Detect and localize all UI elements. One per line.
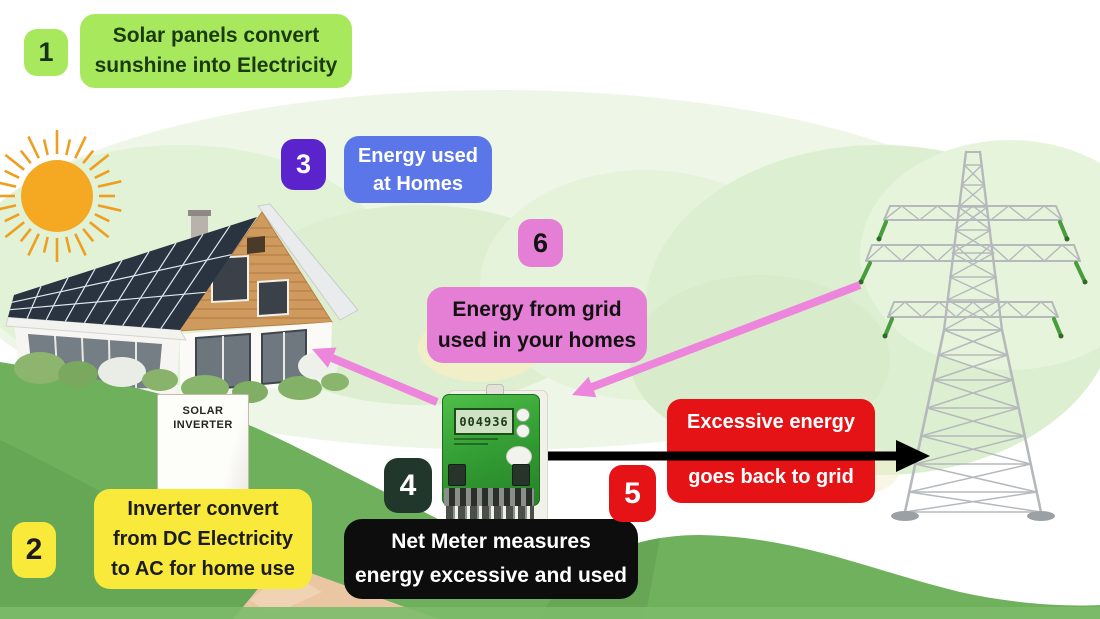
meter-button-bottom bbox=[516, 424, 530, 438]
step-4-line-1: Net Meter measures bbox=[391, 530, 591, 553]
chimney bbox=[191, 213, 208, 239]
step-2-badge: 2 bbox=[12, 522, 56, 578]
meter-terminal-cover-left bbox=[448, 464, 466, 486]
step-1-line-1: Solar panels convert bbox=[112, 24, 320, 47]
step-4-line-2: energy excessive and used bbox=[355, 564, 627, 587]
step-1-line-2: sunshine into Electricity bbox=[94, 54, 338, 77]
step-4-label: Net Meter measures energy excessive and … bbox=[344, 519, 638, 599]
step-5-line-2: goes back to grid bbox=[688, 466, 854, 488]
step-6-label: Energy from grid used in your homes bbox=[427, 287, 647, 363]
meter-button-top bbox=[516, 408, 530, 422]
solar-panels bbox=[8, 217, 257, 330]
step-6-badge: 6 bbox=[518, 219, 563, 267]
step-2-line-2: from DC Electricity bbox=[112, 528, 294, 550]
step-2-line-1: Inverter convert bbox=[127, 498, 279, 520]
step-3-line-2: at Homes bbox=[372, 172, 464, 195]
meter-terminal-cover-right bbox=[512, 464, 530, 486]
step-2-label: Inverter convert from DC Electricity to … bbox=[94, 489, 312, 589]
step-6-line-2: used in your homes bbox=[437, 329, 637, 352]
step-5-label: Excessive energy goes back to grid bbox=[667, 399, 875, 503]
step-5-line-1: Excessive energy bbox=[687, 411, 855, 433]
inverter-label-line-1: SOLAR bbox=[182, 405, 224, 417]
step-6-line-1: Energy from grid bbox=[452, 298, 622, 321]
sun-icon bbox=[0, 130, 122, 262]
meter-terminal-strip bbox=[444, 488, 534, 506]
step-1-label: Solar panels convert sunshine into Elect… bbox=[80, 14, 352, 88]
net-meter: 004936 bbox=[440, 384, 548, 534]
inverter-label-line-2: INVERTER bbox=[173, 419, 233, 431]
step-3-badge: 3 bbox=[281, 139, 326, 190]
step-3-label: Energy used at Homes bbox=[344, 136, 492, 203]
step-1-badge: 1 bbox=[24, 29, 68, 76]
step-2-line-3: to AC for home use bbox=[111, 558, 295, 580]
step-4-badge: 4 bbox=[384, 458, 432, 513]
transmission-tower bbox=[858, 150, 1088, 521]
step-5-badge: 5 bbox=[609, 465, 656, 522]
step-3-line-1: Energy used bbox=[357, 144, 479, 167]
meter-lcd-display: 004936 bbox=[454, 408, 514, 435]
